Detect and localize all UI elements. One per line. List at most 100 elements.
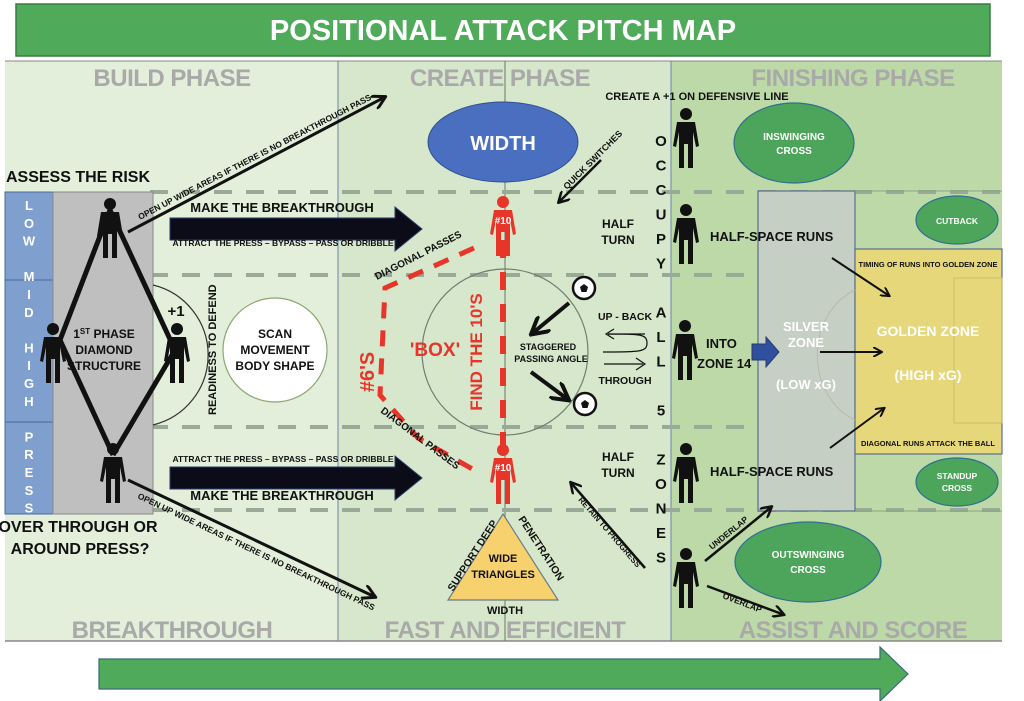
letter: H xyxy=(24,394,33,409)
letter: W xyxy=(23,234,36,249)
letter: M xyxy=(24,269,35,284)
silver-zone-line-1: SILVER xyxy=(783,319,830,334)
scan-line-1: SCAN xyxy=(258,327,292,341)
letter: E xyxy=(656,525,666,542)
golden-zone-line-1: GOLDEN ZONE xyxy=(877,323,980,339)
sixes-label: #6'S xyxy=(357,352,379,392)
breakthrough-arrow-top xyxy=(169,205,423,253)
staggered-line-2: PASSING ANGLE xyxy=(514,354,588,364)
scan-line-2: MOVEMENT xyxy=(240,343,310,357)
diamond-label-2: DIAMOND xyxy=(75,343,133,357)
quick-switches-arrow xyxy=(560,159,602,201)
letter: E xyxy=(25,465,34,480)
cutback-label: CUTBACK xyxy=(936,216,979,226)
golden-zone-line-2: (HIGH xG) xyxy=(895,367,962,383)
inswinging-line-1: INSWINGING xyxy=(763,132,825,143)
half-turn-bottom-2: TURN xyxy=(601,466,634,480)
width-oval-label: WIDTH xyxy=(470,133,536,155)
letter: O xyxy=(655,476,667,493)
letter: I xyxy=(27,358,31,373)
outswinging-cross-oval xyxy=(734,521,882,603)
letter: O xyxy=(655,133,667,150)
triangle-width-label: WIDTH xyxy=(487,605,523,617)
half-space-runs-bottom: HALF-SPACE RUNS xyxy=(710,464,834,479)
phase-create: CREATE PHASE xyxy=(410,65,591,92)
phase-breakthrough: BREAKTHROUGH xyxy=(72,617,273,644)
open-up-arrow-top xyxy=(127,98,383,234)
phase-build: BUILD PHASE xyxy=(93,65,251,92)
six-yard-box xyxy=(953,277,1003,424)
into-zone-line-2: ZONE 14 xyxy=(697,356,752,371)
letter: S xyxy=(25,501,34,516)
letter: C xyxy=(656,158,667,175)
number-ten-bottom-label: #10 xyxy=(495,463,512,474)
into-zone-line-1: INTO xyxy=(706,336,737,351)
over-through-1: OVER THROUGH OR xyxy=(0,519,158,536)
phase-fast-efficient: FAST AND EFFICIENT xyxy=(385,617,627,644)
plus-one-label: +1 xyxy=(167,303,184,320)
up-back-arrow xyxy=(602,328,648,353)
width-oval xyxy=(427,101,579,183)
defensive-arc xyxy=(152,284,209,426)
letter: S xyxy=(25,483,34,498)
letter: R xyxy=(24,447,34,462)
half-turn-top-2: TURN xyxy=(601,233,634,247)
letter: I xyxy=(27,287,31,302)
box-label: 'BOX' xyxy=(410,340,460,361)
letter: Z xyxy=(656,452,665,469)
letter: G xyxy=(24,376,34,391)
make-breakthrough-top: MAKE THE BREAKTHROUGH xyxy=(190,200,373,215)
letter: P xyxy=(656,231,666,248)
number-ten-top-label: #10 xyxy=(495,216,512,227)
letter: D xyxy=(24,305,33,320)
triangle-line-1: WIDE xyxy=(489,553,518,565)
attract-top: ATTRACT THE PRESS – BYPASS – PASS OR DRI… xyxy=(172,238,393,248)
letter: A xyxy=(656,305,667,322)
letter: 5 xyxy=(657,403,665,420)
underlap-arrow xyxy=(704,508,770,562)
letter: L xyxy=(656,354,665,371)
scan-circle xyxy=(222,297,328,403)
phase-assist-score: ASSIST AND SCORE xyxy=(739,617,968,644)
retain-arrow xyxy=(572,484,646,569)
letter: L xyxy=(656,329,665,346)
into-zone-arrow xyxy=(751,335,780,369)
find-tens-label: FIND THE 10'S xyxy=(467,293,486,410)
title-bar xyxy=(15,3,991,57)
timing-runs-label: TIMING OF RUNS INTO GOLDEN ZONE xyxy=(858,260,997,269)
ball-icon xyxy=(572,391,598,417)
triangle-line-2: TRIANGLES xyxy=(471,569,535,581)
letter: U xyxy=(656,207,667,224)
breakthrough-arrow-bottom xyxy=(169,454,423,502)
half-turn-top-1: HALF xyxy=(602,217,634,231)
page-title: POSITIONAL ATTACK PITCH MAP xyxy=(270,15,736,47)
make-breakthrough-bottom: MAKE THE BREAKTHROUGH xyxy=(190,488,373,503)
assess-risk-label: ASSESS THE RISK xyxy=(6,169,150,186)
diamond-label-3: STRUCTURE xyxy=(67,359,141,373)
diamond-label-1: 1ST PHASE xyxy=(73,327,135,341)
wide-triangle xyxy=(446,512,560,601)
diagonal-runs-arrow xyxy=(829,409,883,449)
timing-arrow xyxy=(831,257,888,295)
readiness-label: READINESS TO DEFEND xyxy=(207,284,219,415)
half-space-runs-top: HALF-SPACE RUNS xyxy=(710,229,834,244)
standup-line-2: CROSS xyxy=(942,483,973,493)
letter: O xyxy=(24,216,34,231)
press-strip xyxy=(4,191,54,515)
attract-bottom: ATTRACT THE PRESS – BYPASS – PASS OR DRI… xyxy=(172,454,393,464)
overlap-arrow xyxy=(706,584,782,614)
staggered-arrow-back xyxy=(534,301,571,332)
silver-zone-line-3: (LOW xG) xyxy=(776,377,836,392)
ball-icon xyxy=(571,275,597,301)
through-label: THROUGH xyxy=(598,375,651,387)
standup-line-1: STANDUP xyxy=(937,471,978,481)
standup-cross-oval xyxy=(915,457,999,507)
through-arrow xyxy=(604,357,647,371)
outswinging-line-1: OUTSWINGING xyxy=(772,550,845,561)
letter: N xyxy=(656,501,667,518)
half-turn-bottom-1: HALF xyxy=(602,450,634,464)
up-back-label: UP - BACK xyxy=(598,311,652,323)
